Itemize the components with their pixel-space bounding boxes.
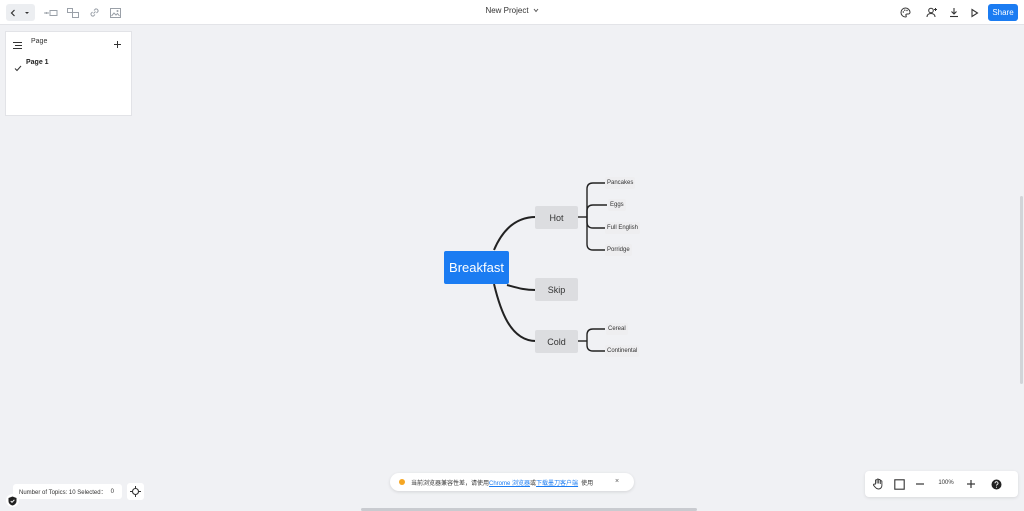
- mindmap-canvas[interactable]: Breakfast Hot Skip Cold Pancakes Eggs Fu…: [0, 26, 1024, 511]
- notice-suffix: 使用: [581, 480, 594, 487]
- zoom-out-icon[interactable]: [913, 477, 927, 491]
- connector-root-cold: [493, 283, 537, 342]
- topic-count-text: Number of Topics: 10 Selected：: [19, 490, 107, 496]
- horizontal-scrollbar[interactable]: [361, 508, 697, 511]
- connector-root-skip: [506, 284, 537, 291]
- help-icon[interactable]: [989, 477, 1003, 491]
- page-item[interactable]: Page 1: [6, 56, 131, 72]
- subtopic-eggs[interactable]: Eggs: [608, 199, 626, 211]
- connector-hot-fullenglish: [586, 217, 605, 229]
- connector-cold-cereal: [586, 328, 605, 341]
- connector-hot-porridge: [586, 217, 605, 251]
- project-title-wrap: New Project: [0, 6, 1024, 15]
- download-client-link[interactable]: 下载墨刀客户端: [536, 480, 579, 487]
- add-page-icon[interactable]: [113, 36, 122, 54]
- pages-panel-header: Page: [6, 32, 131, 52]
- project-title[interactable]: New Project: [485, 6, 529, 15]
- topic-hot[interactable]: Hot: [535, 206, 578, 229]
- subtopic-cereal[interactable]: Cereal: [606, 323, 628, 335]
- select-frame-icon[interactable]: [892, 477, 906, 491]
- list-icon[interactable]: [13, 37, 22, 55]
- chevron-down-icon[interactable]: [533, 6, 539, 15]
- page-item-label: Page 1: [26, 59, 49, 66]
- locate-center-button[interactable]: [127, 483, 144, 500]
- topic-cold[interactable]: Cold: [535, 330, 578, 353]
- zoom-in-icon[interactable]: [964, 477, 978, 491]
- download-icon[interactable]: [946, 5, 961, 20]
- chevron-down-icon[interactable]: [20, 4, 34, 21]
- topic-count-status: Number of Topics: 10 Selected： 0: [13, 484, 122, 499]
- browser-compat-notice: 当前浏览器兼容性差，请使用 Chrome 浏览器 或 下载墨刀客户端 使用 ×: [390, 473, 634, 491]
- notice-prefix: 当前浏览器兼容性差，请使用: [411, 480, 490, 487]
- vertical-scrollbar[interactable]: [1020, 196, 1023, 384]
- share-button[interactable]: Share: [988, 4, 1018, 21]
- subtopic-porridge[interactable]: Porridge: [605, 244, 632, 256]
- hand-tool-icon[interactable]: [871, 477, 885, 491]
- play-icon[interactable]: [967, 5, 982, 20]
- connector-hot-eggs: [586, 204, 607, 217]
- topic-skip[interactable]: Skip: [535, 278, 578, 301]
- notice-middle: 或: [530, 480, 537, 487]
- top-toolbar: New Project Share: [0, 0, 1024, 25]
- back-arrow-icon[interactable]: [6, 4, 20, 21]
- zoom-controls: 100%: [865, 471, 1018, 497]
- connector-hot-pancakes: [586, 182, 605, 217]
- back-button-group[interactable]: [6, 4, 35, 21]
- selected-count: 0: [110, 488, 114, 495]
- shield-check-icon[interactable]: [6, 494, 19, 507]
- connector-root-hot: [493, 216, 537, 251]
- warning-dot-icon: [399, 479, 405, 485]
- insert-topic-icon[interactable]: [44, 4, 58, 21]
- crosshair-icon: [130, 486, 141, 497]
- subtopic-continental[interactable]: Continental: [605, 345, 640, 357]
- subtopic-pancakes[interactable]: Pancakes: [605, 177, 636, 189]
- mindmap-connectors: [493, 182, 607, 352]
- mindmap-root-topic[interactable]: Breakfast: [444, 251, 509, 284]
- chrome-browser-link[interactable]: Chrome 浏览器: [489, 480, 531, 487]
- palette-icon[interactable]: [898, 5, 913, 20]
- subtopic-full-english[interactable]: Full English: [605, 222, 641, 234]
- connector-cold-continental: [586, 341, 605, 352]
- insert-subtopic-icon[interactable]: [67, 4, 79, 21]
- check-icon: [14, 59, 22, 77]
- pages-panel-title: Page: [31, 38, 48, 45]
- image-icon[interactable]: [109, 4, 121, 21]
- pages-panel: Page Page 1: [5, 31, 132, 116]
- link-icon[interactable]: [88, 4, 100, 21]
- close-icon[interactable]: ×: [615, 478, 620, 485]
- zoom-level[interactable]: 100%: [938, 480, 954, 486]
- add-collaborator-icon[interactable]: [924, 5, 939, 20]
